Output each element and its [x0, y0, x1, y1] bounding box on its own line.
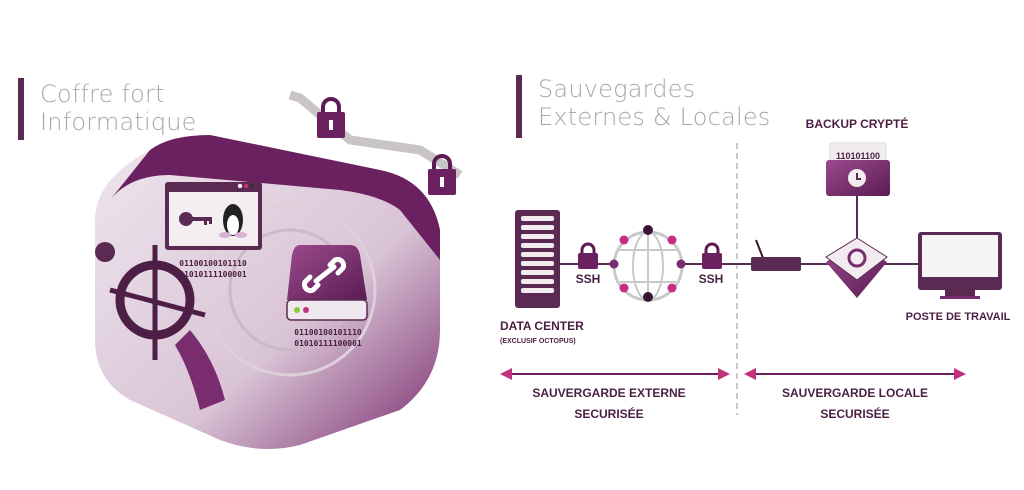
title-bar-right: [516, 75, 522, 138]
external-backup-label-line1: SAUVERGARDE EXTERNE: [532, 386, 685, 400]
lock-icon: [317, 97, 345, 138]
drive-icon: [286, 245, 368, 321]
local-backup-label-line2: SECURISÉE: [820, 406, 889, 421]
external-backup-label-line2: SECURISÉE: [574, 406, 643, 421]
drive-binary-line1: 01100100101110: [294, 328, 362, 337]
lock-icon: [578, 242, 598, 269]
linux-penguin-icon: [219, 204, 247, 238]
datacenter-sublabel: (EXCLUSIF OCTOPUS): [500, 338, 576, 345]
safe-illustration: [95, 90, 463, 449]
right-title-line2: Externes & Locales: [538, 103, 771, 131]
router-icon: [751, 239, 801, 271]
local-range-arrow: [744, 368, 966, 380]
backup-binary: 110101100: [836, 151, 880, 161]
external-range-arrow: [500, 368, 730, 380]
backup-device-icon: [825, 237, 888, 298]
link-icon: [301, 256, 347, 294]
lock-icon: [428, 154, 456, 195]
left-title-line2: Informatique: [40, 108, 197, 136]
safe-wheel-icon: [109, 245, 206, 360]
right-title: Sauvegardes Externes & Locales: [538, 75, 771, 131]
backup-folder-icon: [826, 142, 890, 196]
globe-icon: [609, 225, 686, 302]
monitor-icon: [918, 232, 1002, 299]
key-icon: [179, 212, 212, 226]
knob-icon: [95, 242, 115, 262]
ssh-label-left: SSH: [576, 272, 601, 286]
window-binary-line1: 01100100101110: [179, 259, 247, 268]
history-clock-icon: [848, 169, 866, 187]
server-icon: [515, 210, 560, 308]
backup-label: BACKUP CRYPTÉ: [806, 116, 909, 131]
datacenter-label: DATA CENTER: [500, 319, 584, 333]
right-title-line1: Sauvegardes: [538, 75, 696, 103]
local-backup-label-line1: SAUVERGARDE LOCALE: [782, 386, 928, 400]
window-binary-line2: 01010111100001: [179, 270, 247, 279]
terminal-window: [165, 182, 262, 250]
title-bar-left: [18, 78, 24, 140]
drive-binary-line2: 01010111100001: [294, 339, 362, 348]
lock-icon: [702, 242, 722, 269]
workstation-label: POSTE DE TRAVAIL: [906, 311, 1011, 323]
left-title-line1: Coffre fort: [40, 80, 165, 108]
ssh-label-right: SSH: [699, 272, 724, 286]
left-title: Coffre fort Informatique: [40, 80, 197, 136]
